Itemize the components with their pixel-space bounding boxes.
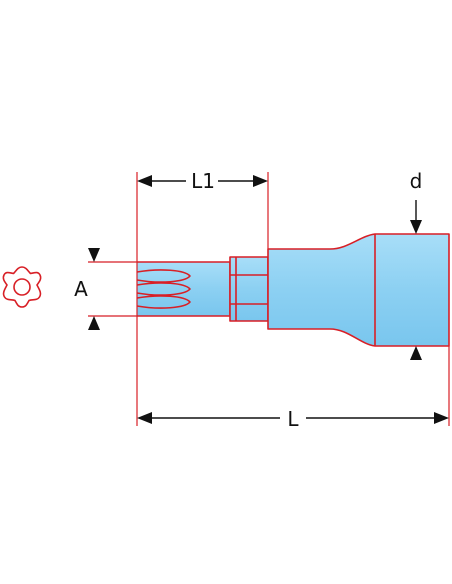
dimension-a: A	[74, 248, 100, 330]
socket-body	[267, 233, 450, 347]
label-l: L	[287, 407, 299, 431]
torx-profile-icon	[2, 266, 42, 308]
label-d: d	[410, 169, 423, 193]
dimension-d: d	[410, 169, 423, 360]
torx-bit-tip	[136, 261, 231, 317]
label-a: A	[74, 277, 88, 301]
dimension-l1: L1	[137, 166, 268, 194]
extension-lines	[88, 172, 450, 426]
dimension-l: L	[137, 404, 449, 432]
label-l1: L1	[191, 169, 215, 193]
hex-collar	[229, 256, 269, 322]
